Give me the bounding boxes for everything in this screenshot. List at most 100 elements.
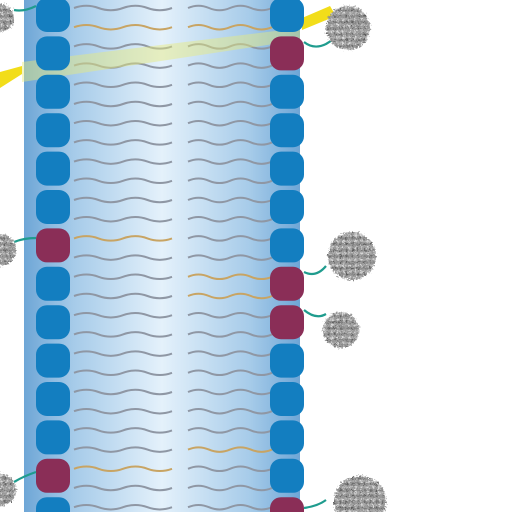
- headgroup: [270, 382, 304, 416]
- protein-linker: [303, 499, 327, 510]
- lipid-tail-right: [187, 484, 273, 492]
- lipid-tail-right: [187, 503, 273, 511]
- lipid-tail-left: [73, 4, 173, 12]
- lipid-tail-right: [187, 273, 273, 281]
- lipid-tail-left: [73, 158, 173, 165]
- lipid-tail-left: [73, 369, 173, 377]
- lipid-tail-right: [187, 427, 273, 434]
- lipid-tail-left: [73, 292, 173, 300]
- lipid-tail-right: [187, 215, 273, 223]
- headgroup: [36, 343, 70, 378]
- lipid-tail-right: [187, 119, 273, 127]
- headgroup: [36, 305, 70, 340]
- lipid-tail-left: [73, 503, 173, 511]
- lipid-tail-left: [73, 235, 173, 242]
- lipid-tail-right: [187, 369, 273, 377]
- protein-structure: [334, 476, 386, 512]
- headgroup: [270, 420, 304, 455]
- protein-structure: [323, 312, 359, 348]
- lipid-tail-left: [73, 331, 173, 338]
- lipid-tail-left: [73, 407, 173, 415]
- headgroup: [36, 497, 70, 512]
- protein-lobe: [330, 235, 357, 262]
- headgroup: [36, 266, 70, 301]
- headgroup: [270, 190, 304, 224]
- headgroup: [270, 343, 304, 378]
- headgroup: [36, 420, 70, 455]
- protein-lobe: [328, 9, 353, 34]
- headgroup: [36, 382, 70, 416]
- protein-linker: [303, 265, 327, 276]
- protein-lobe: [336, 479, 366, 509]
- headgroup: [36, 0, 70, 32]
- light-beam-outside-right: [302, 6, 336, 30]
- protein-lobe: [357, 495, 384, 512]
- proteins: [0, 4, 386, 512]
- headgroup-marked: [270, 497, 304, 512]
- lipid-tail-right: [187, 465, 273, 473]
- lipid-tail-right: [187, 196, 273, 204]
- lipid-tail-right: [187, 254, 273, 261]
- headgroup: [36, 190, 70, 224]
- lipid-tail-right: [187, 23, 273, 31]
- lipid-tail-right: [187, 350, 273, 357]
- headgroup: [270, 458, 304, 493]
- light-beam-outside: [0, 66, 22, 88]
- light-beam-inside: [22, 28, 300, 82]
- lipid-tail-left: [73, 446, 173, 453]
- lipid-tail-left: [73, 43, 173, 50]
- lipid-tail-left: [73, 388, 173, 396]
- headgroup: [270, 113, 304, 148]
- lipid-tail-right: [187, 407, 273, 415]
- lipid-tail-right: [187, 331, 273, 338]
- protein-lobe: [0, 486, 15, 502]
- headgroup: [270, 0, 304, 32]
- lipid-tail-left: [73, 62, 173, 69]
- lipid-tail-right: [187, 292, 273, 300]
- headgroup: [270, 151, 304, 186]
- protein-lobe: [345, 22, 368, 45]
- lipid-tail-right: [187, 43, 273, 50]
- lipid-tail-left: [73, 177, 173, 185]
- lipid-tail-left: [73, 196, 173, 204]
- protein-structure: [0, 234, 16, 266]
- protein-structure: [0, 474, 16, 506]
- lipid-tails: [73, 4, 273, 511]
- protein-lobe: [339, 325, 358, 344]
- lipid-tail-left: [73, 119, 173, 127]
- protein-structure: [326, 6, 370, 50]
- lipid-tail-right: [187, 81, 273, 89]
- headgroup-marked: [270, 305, 304, 340]
- lipid-tail-right: [187, 311, 273, 319]
- light-beam: [0, 6, 336, 88]
- headgroup: [36, 113, 70, 148]
- protein-structure: [328, 232, 376, 280]
- lipid-tail-left: [73, 484, 173, 492]
- protein-lobe: [324, 314, 345, 335]
- protein-linker: [303, 309, 327, 318]
- headgroup: [36, 74, 70, 109]
- lipid-tail-left: [73, 215, 173, 223]
- lipid-tail-left: [73, 81, 173, 89]
- headgroup-marked: [36, 458, 70, 493]
- protein-linker: [13, 470, 37, 483]
- lipid-tail-right: [187, 388, 273, 396]
- lipid-tail-left: [73, 350, 173, 357]
- lipid-tail-left: [73, 273, 173, 281]
- lipid-tail-right: [187, 139, 273, 146]
- lipid-tail-right: [187, 158, 273, 165]
- lipid-tail-left: [73, 465, 173, 473]
- protein-lobe: [0, 246, 15, 262]
- protein-structure: [0, 4, 14, 32]
- headgroup: [270, 228, 304, 263]
- protein-lobe: [349, 250, 374, 274]
- protein-linker: [13, 236, 37, 244]
- protein-lobe: [0, 14, 13, 29]
- lipid-tail-left: [73, 23, 173, 31]
- lipid-tail-right: [187, 62, 273, 69]
- headgroup-marked: [270, 266, 304, 301]
- right-headgroups: [270, 0, 304, 512]
- lipid-tail-left: [73, 139, 173, 146]
